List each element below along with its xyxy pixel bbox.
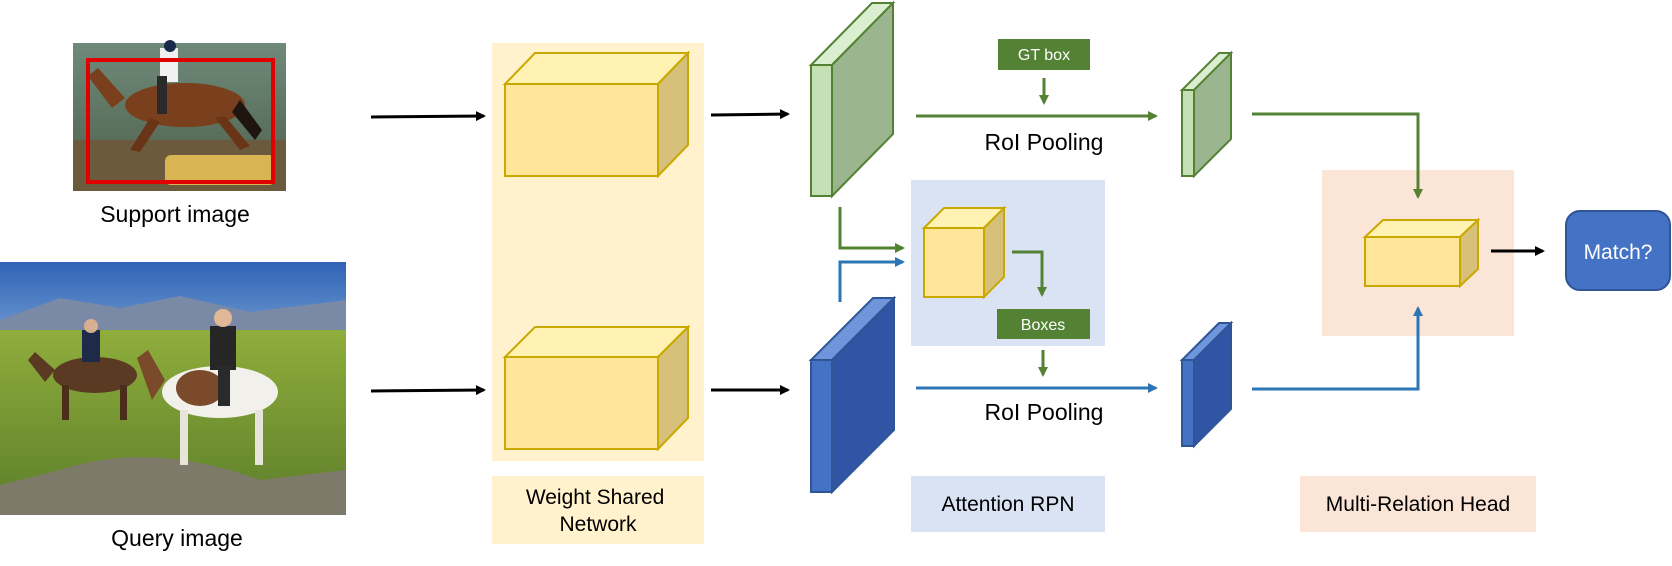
support-image-photo: [73, 40, 286, 191]
query-pooled-to-head-arrow: [1252, 306, 1423, 391]
multi-relation-label-panel: [1300, 476, 1536, 532]
support-pooled-to-head-arrow: [1252, 112, 1423, 199]
support-gt-bbox: [86, 58, 275, 184]
roi-pooling-top-label: RoI Pooling: [985, 129, 1104, 155]
attention-rpn-cube: [921, 205, 1007, 300]
weight-shared-label-panel: [492, 476, 704, 544]
attention-to-boxes-arrow: [1012, 250, 1047, 297]
weight-shared-label: Weight Shared Network: [526, 486, 670, 536]
query-image-photo: [0, 262, 346, 515]
support-feature-to-attention-arrow: [838, 207, 905, 253]
match-output-label: Match?: [1584, 241, 1653, 264]
multi-relation-head-label: Multi-Relation Head: [1326, 493, 1510, 516]
attention-rpn-label-panel: [911, 476, 1105, 532]
backbone-to-support-feature-arrow: [710, 109, 790, 120]
weight-shared-label-line2: Network: [559, 513, 637, 536]
backbone-cube-bottom: [502, 324, 691, 452]
boxes-tag: [997, 309, 1090, 339]
multi-relation-cube: [1362, 217, 1481, 289]
query-feature-to-attention-arrow: [838, 257, 905, 302]
match-output-box: [1565, 210, 1671, 291]
gt-box-tag: [998, 39, 1090, 70]
gt-box-label: GT box: [1018, 47, 1070, 64]
backbone-cube-top: [502, 50, 691, 179]
weight-shared-label-line1: Weight Shared: [526, 486, 665, 509]
boxes-label: Boxes: [1021, 317, 1065, 334]
query-image-label: Query image: [111, 525, 243, 551]
pooled-support-feature: [1179, 50, 1234, 179]
query-to-backbone-arrow: [370, 385, 486, 396]
attention-rpn-label: Attention RPN: [941, 493, 1074, 516]
roi-pooling-bottom-label: RoI Pooling: [985, 399, 1104, 425]
query-feature-map: [808, 295, 897, 495]
pooled-query-feature: [1179, 320, 1234, 449]
support-to-backbone-arrow: [370, 111, 486, 122]
support-image-label: Support image: [100, 201, 250, 227]
support-feature-map: [808, 0, 896, 199]
